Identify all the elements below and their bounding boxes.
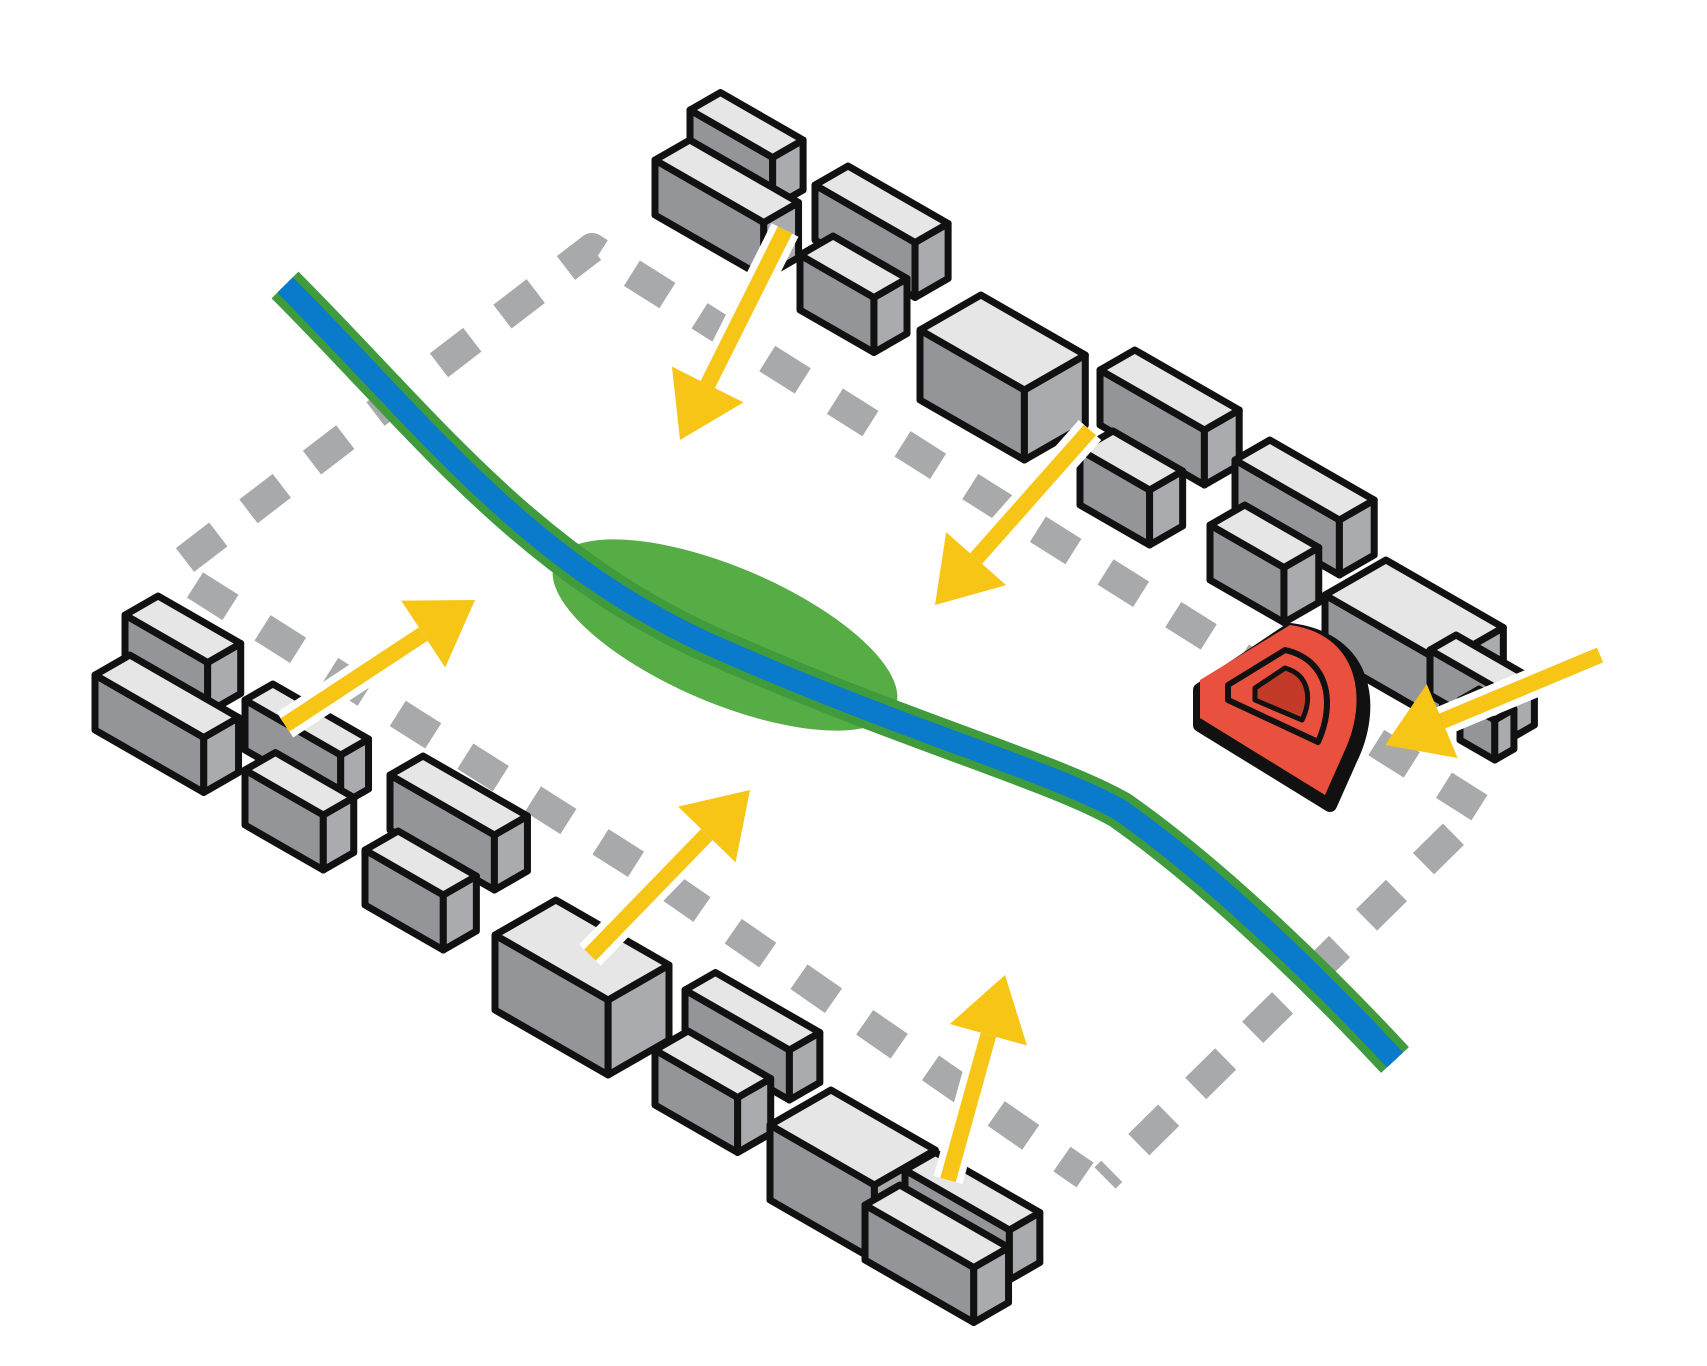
north-building-7 xyxy=(1076,427,1187,549)
building-roof xyxy=(1076,427,1187,494)
building-roof xyxy=(811,162,952,246)
building-roof xyxy=(1096,346,1243,434)
arrow-south-2 xyxy=(579,790,750,966)
south-building-6 xyxy=(361,827,480,954)
arrow-north-1 xyxy=(671,223,799,440)
arrow-landmark xyxy=(1385,641,1606,758)
building-roof xyxy=(686,89,807,161)
arrow-shaft xyxy=(970,424,1096,564)
south-building-row xyxy=(91,592,1044,1326)
arrow-shaft xyxy=(584,828,713,961)
arrow-south-3 xyxy=(933,975,1027,1185)
south-building-2 xyxy=(91,651,243,796)
north-building-row xyxy=(651,89,1538,764)
building-roof xyxy=(681,969,824,1054)
building-roof xyxy=(241,749,358,819)
building-roof xyxy=(796,232,911,301)
arrow-north-2 xyxy=(935,420,1102,605)
landmark-inner-ring xyxy=(1225,647,1330,745)
arrow-head xyxy=(935,532,1007,605)
building-roof xyxy=(386,752,531,839)
arrow-shaft xyxy=(940,1032,997,1183)
landmark-courtyard xyxy=(1252,665,1311,723)
south-building-5 xyxy=(386,752,531,894)
building-roof xyxy=(916,291,1089,394)
building-roof xyxy=(361,827,480,899)
south-building-12 xyxy=(861,1181,1013,1326)
building-roof xyxy=(651,136,803,226)
arrow-head xyxy=(1385,684,1458,758)
arrow-head xyxy=(401,600,475,668)
north-building-9 xyxy=(1206,501,1323,626)
south-building-7 xyxy=(491,896,673,1079)
building-roof xyxy=(91,651,243,741)
boundary-south-inner xyxy=(186,572,1094,1188)
south-building-4 xyxy=(241,749,358,874)
south-building-9 xyxy=(651,1027,775,1156)
arrow-shaft xyxy=(280,627,428,732)
movement-arrows xyxy=(276,223,1606,1185)
building-roof xyxy=(1231,436,1378,524)
north-building-4 xyxy=(796,232,911,356)
building-roof xyxy=(491,896,673,1004)
arrow-shaft xyxy=(700,226,793,389)
river xyxy=(277,277,1404,1068)
building-roof xyxy=(1206,501,1323,571)
arrow-head xyxy=(949,975,1027,1046)
north-building-5 xyxy=(916,291,1089,464)
building-roof xyxy=(121,592,245,666)
arrow-shaft xyxy=(1439,647,1604,729)
building-roof xyxy=(651,1027,775,1101)
landscape xyxy=(271,271,1409,1073)
landmark-building-icon xyxy=(1193,623,1371,812)
building-roof xyxy=(861,1181,1013,1271)
arrow-head xyxy=(678,790,750,863)
arrow-head xyxy=(671,366,744,440)
arrow-south-1 xyxy=(276,600,475,738)
